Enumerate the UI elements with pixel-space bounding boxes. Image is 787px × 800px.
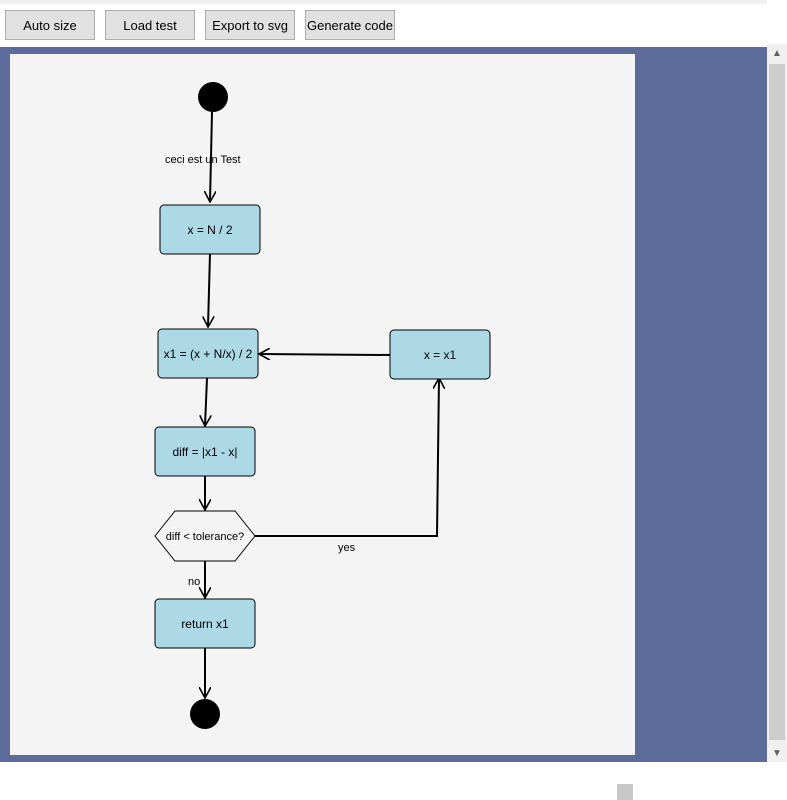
edge-label-yes: yes <box>338 542 356 554</box>
node-decision-label: diff < tolerance? <box>166 531 244 543</box>
resize-grip[interactable] <box>617 784 633 800</box>
scroll-up-icon[interactable]: ▲ <box>772 47 782 59</box>
node-return-label: return x1 <box>181 617 229 631</box>
edge-assign-x-to-compute-x1 <box>259 354 391 355</box>
scroll-thumb[interactable] <box>769 64 785 740</box>
activity-diagram: x = N / 2 x1 = (x + N/x) / 2 x = x1 diff… <box>154 82 491 729</box>
node-assign-x[interactable]: x = x1 <box>389 329 491 380</box>
node-decision[interactable]: diff < tolerance? <box>154 510 256 562</box>
node-return[interactable]: return x1 <box>154 598 256 649</box>
edge-compute-x-to-compute-x1 <box>208 252 210 327</box>
node-compute-x1-label: x1 = (x + N/x) / 2 <box>164 347 253 361</box>
edge-start-to-compute-x <box>210 111 212 202</box>
diagram-canvas[interactable]: x = N / 2 x1 = (x + N/x) / 2 x = x1 diff… <box>10 54 635 755</box>
workspace: x = N / 2 x1 = (x + N/x) / 2 x = x1 diff… <box>0 47 767 800</box>
export-svg-button[interactable]: Export to svg <box>205 10 295 40</box>
edge-label-no: no <box>188 576 200 588</box>
node-assign-x-label: x = x1 <box>424 348 457 362</box>
edge-label-start: ceci est un Test <box>165 154 241 166</box>
node-compute-x-label: x = N / 2 <box>187 223 232 237</box>
auto-size-button[interactable]: Auto size <box>5 10 95 40</box>
edge-decision-to-assign-x <box>254 378 439 537</box>
node-diff[interactable]: diff = |x1 - x| <box>154 426 256 477</box>
generate-code-button[interactable]: Generate code <box>305 10 395 40</box>
vertical-scrollbar[interactable]: ▲ ▼ <box>767 44 787 762</box>
start-node[interactable] <box>198 82 228 112</box>
end-node[interactable] <box>190 699 220 729</box>
node-compute-x[interactable]: x = N / 2 <box>159 204 261 255</box>
toolbar: Auto size Load test Export to svg Genera… <box>0 0 785 47</box>
scroll-down-icon[interactable]: ▼ <box>772 747 782 759</box>
edge-compute-x1-to-diff <box>205 377 207 426</box>
node-diff-label: diff = |x1 - x| <box>172 445 237 459</box>
load-test-button[interactable]: Load test <box>105 10 195 40</box>
node-compute-x1[interactable]: x1 = (x + N/x) / 2 <box>157 328 259 379</box>
